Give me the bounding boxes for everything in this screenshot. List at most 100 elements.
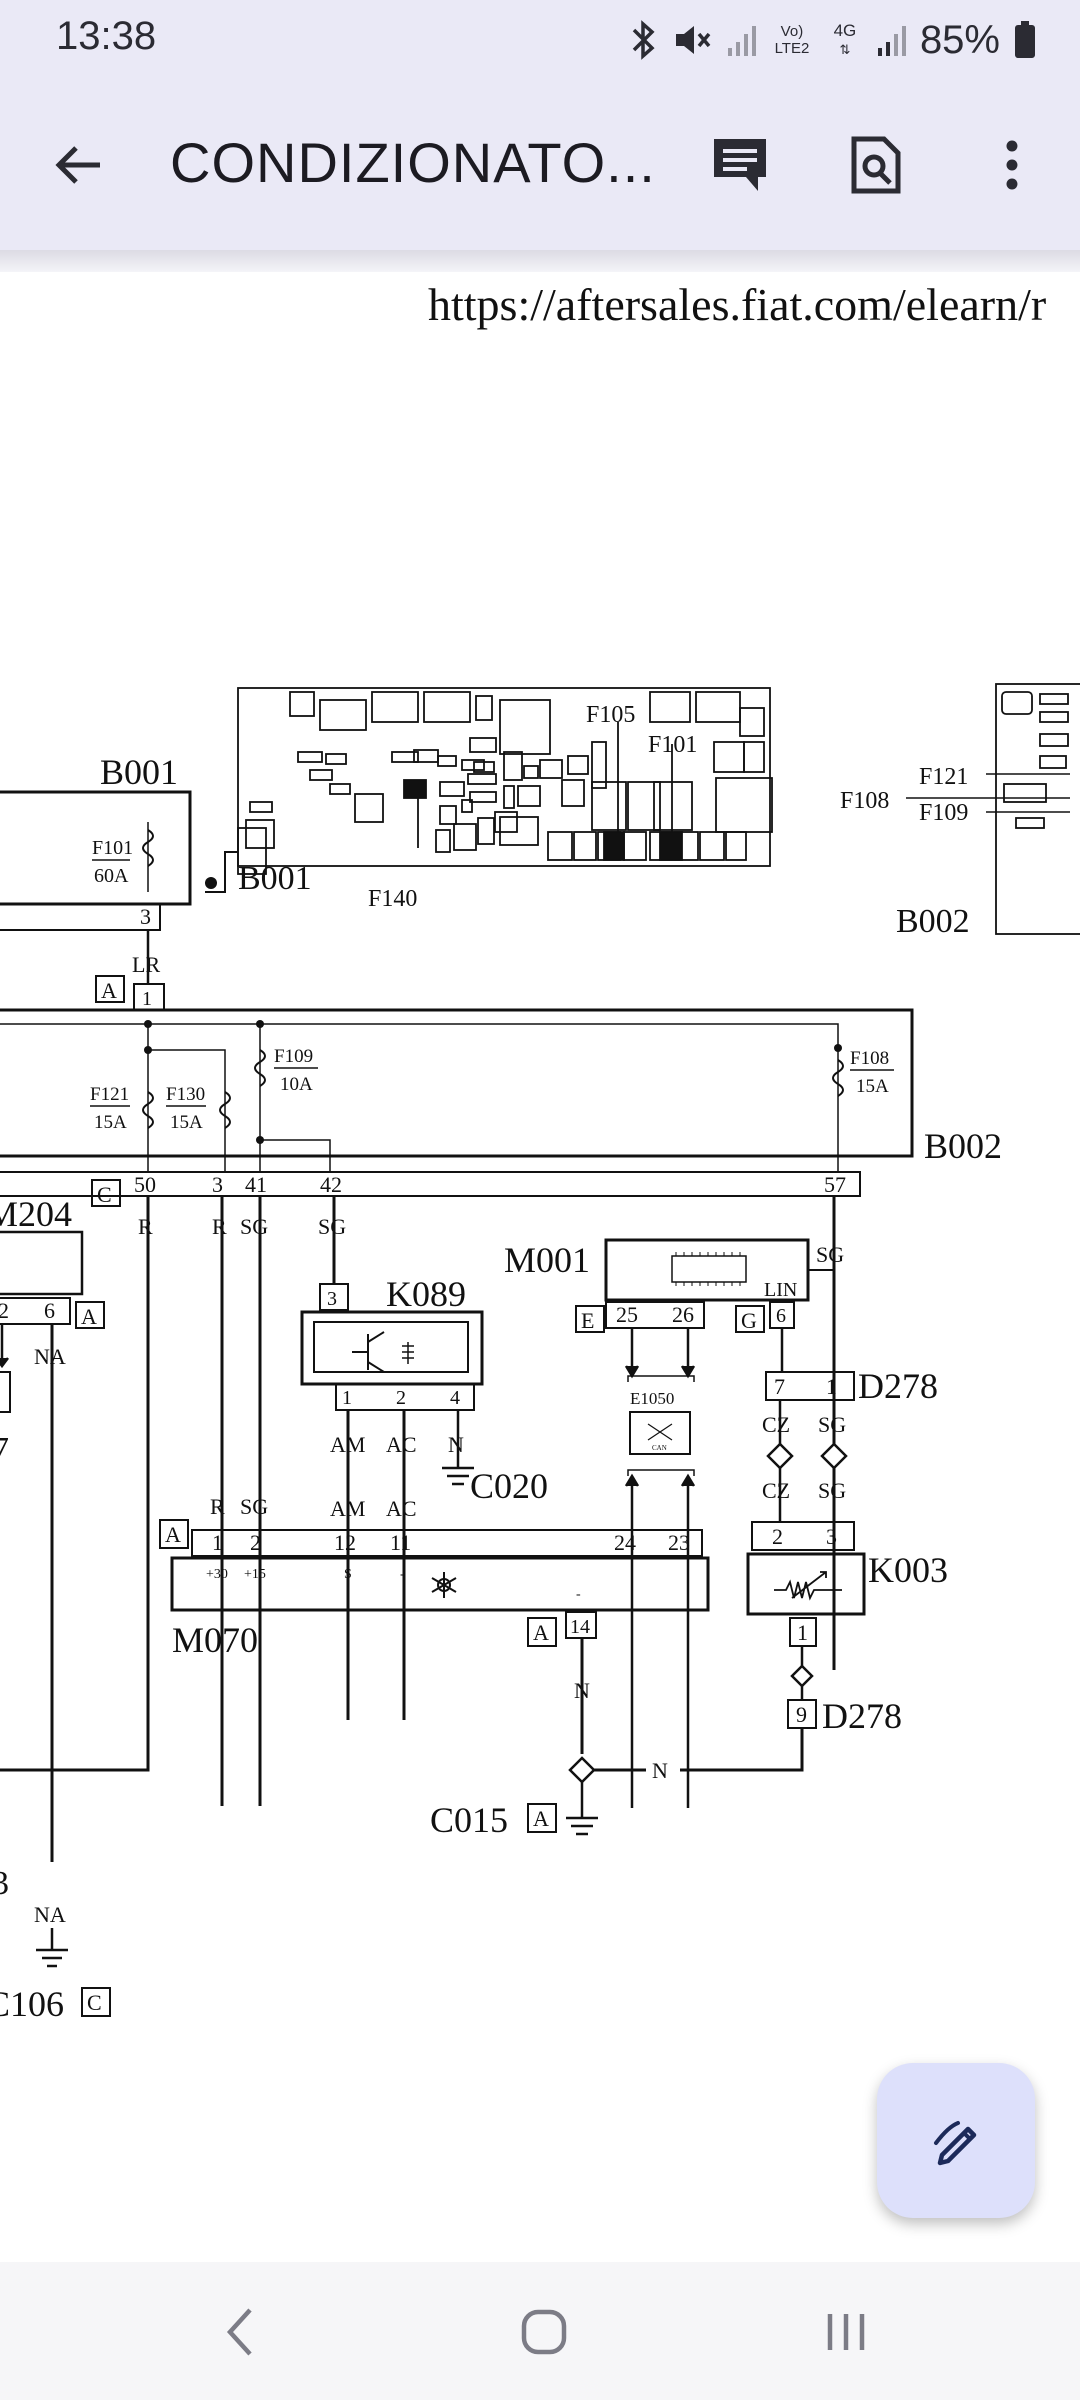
svg-text:SG: SG bbox=[818, 1412, 846, 1437]
svg-text:A: A bbox=[101, 978, 117, 1003]
svg-text:11: 11 bbox=[390, 1530, 411, 1555]
m070-module: A R SG 1 2 12 11 24 23 +30 +15 S - - M07… bbox=[159, 1494, 804, 1840]
svg-text:15A: 15A bbox=[856, 1076, 889, 1097]
nav-home-icon bbox=[521, 2309, 567, 2355]
svg-text:C020: C020 bbox=[470, 1466, 548, 1506]
svg-text:3: 3 bbox=[140, 904, 151, 929]
edit-pen-icon bbox=[934, 2120, 977, 2165]
status-icons: Vo) LTE2 4G⇅ 85% bbox=[630, 14, 1036, 66]
svg-text:B002: B002 bbox=[896, 903, 970, 940]
svg-text:57: 57 bbox=[824, 1172, 846, 1197]
svg-text:A: A bbox=[165, 1522, 181, 1547]
more-options-button[interactable] bbox=[974, 127, 1050, 203]
svg-text:26: 26 bbox=[672, 1302, 694, 1327]
svg-text:F121: F121 bbox=[90, 1084, 129, 1105]
m204-partial: M204 2 6 A NA NA 7 3 ) C106 C bbox=[0, 1194, 111, 2024]
svg-text:AM: AM bbox=[330, 1496, 365, 1521]
svg-text:2: 2 bbox=[772, 1524, 783, 1549]
svg-text:LR: LR bbox=[132, 952, 160, 977]
svg-text:F108: F108 bbox=[850, 1048, 889, 1069]
svg-text:C106: C106 bbox=[0, 1984, 64, 2024]
bluetooth-icon bbox=[632, 20, 655, 60]
nav-recents-icon bbox=[827, 2314, 865, 2350]
svg-text:-: - bbox=[400, 1567, 405, 1582]
svg-text:F140: F140 bbox=[368, 886, 417, 912]
svg-text:1: 1 bbox=[142, 988, 152, 1010]
svg-text:1: 1 bbox=[826, 1374, 837, 1399]
svg-text:A: A bbox=[533, 1620, 549, 1645]
svg-text:M204: M204 bbox=[0, 1194, 72, 1234]
svg-text:K003: K003 bbox=[868, 1550, 948, 1590]
more-vert-icon bbox=[1006, 140, 1018, 190]
svg-text:+15: +15 bbox=[244, 1567, 266, 1582]
svg-text:F109: F109 bbox=[274, 1046, 313, 1067]
search-document-icon bbox=[851, 136, 901, 194]
document-page[interactable]: https://aftersales.fiat.com/elearn/r B00… bbox=[0, 272, 1080, 2262]
svg-text:NA: NA bbox=[34, 1902, 66, 1927]
svg-text:N: N bbox=[448, 1432, 464, 1457]
svg-text:3: 3 bbox=[826, 1524, 837, 1549]
svg-text:K089: K089 bbox=[386, 1274, 466, 1314]
svg-text:SG: SG bbox=[818, 1478, 846, 1503]
b002-pcb-drawing bbox=[906, 683, 1080, 935]
nav-back-button[interactable] bbox=[180, 2282, 300, 2382]
svg-text:6: 6 bbox=[776, 1305, 786, 1327]
svg-text:42: 42 bbox=[320, 1172, 342, 1197]
signal-icon bbox=[877, 26, 906, 56]
svg-text:AC: AC bbox=[386, 1432, 417, 1457]
svg-text:-: - bbox=[576, 1587, 581, 1602]
document-title: CONDIZIONATO... bbox=[170, 131, 656, 194]
svg-text:CZ: CZ bbox=[762, 1478, 790, 1503]
svg-text:SG: SG bbox=[240, 1494, 268, 1519]
svg-text:F108: F108 bbox=[840, 788, 889, 814]
svg-text:9: 9 bbox=[796, 1702, 807, 1727]
svg-text:SG: SG bbox=[318, 1214, 346, 1239]
svg-text:3: 3 bbox=[212, 1172, 223, 1197]
svg-text:B001: B001 bbox=[100, 752, 178, 792]
document-url-text: https://aftersales.fiat.com/elearn/r bbox=[428, 279, 1047, 330]
svg-text:1: 1 bbox=[212, 1530, 223, 1555]
battery-icon bbox=[1015, 21, 1035, 58]
svg-text:10A: 10A bbox=[280, 1074, 313, 1095]
svg-text:N: N bbox=[652, 1758, 668, 1783]
svg-text:60A: 60A bbox=[94, 865, 129, 887]
svg-text:CZ: CZ bbox=[762, 1412, 790, 1437]
svg-text:F130: F130 bbox=[166, 1084, 205, 1105]
back-button[interactable] bbox=[40, 127, 116, 203]
svg-text:C: C bbox=[87, 1990, 102, 2015]
svg-text:AM: AM bbox=[330, 1432, 365, 1457]
svg-text:SG: SG bbox=[240, 1214, 268, 1239]
status-bar: 13:38 Vo) LTE2 4G⇅ 85% bbox=[0, 0, 1080, 80]
4g-icon: 4G⇅ bbox=[833, 20, 857, 57]
svg-text:50: 50 bbox=[134, 1172, 156, 1197]
appbar-divider bbox=[0, 250, 1080, 272]
svg-text:F105: F105 bbox=[586, 702, 635, 728]
battery-percent: 85% bbox=[919, 17, 1000, 62]
svg-text:A: A bbox=[81, 1304, 97, 1329]
svg-text:15A: 15A bbox=[170, 1112, 203, 1133]
svg-text:12: 12 bbox=[334, 1530, 356, 1555]
svg-text:C: C bbox=[97, 1182, 112, 1207]
annotate-fab-button[interactable] bbox=[877, 2063, 1035, 2218]
svg-text:2: 2 bbox=[0, 1298, 9, 1323]
nav-home-button[interactable] bbox=[484, 2282, 604, 2382]
svg-text:23: 23 bbox=[668, 1530, 690, 1555]
svg-text:B001: B001 bbox=[238, 860, 312, 897]
svg-text:R: R bbox=[138, 1214, 153, 1239]
signal-icon bbox=[727, 26, 756, 56]
svg-text:3: 3 bbox=[0, 1865, 9, 1902]
svg-text:N: N bbox=[574, 1678, 590, 1703]
svg-text:E: E bbox=[581, 1308, 594, 1333]
svg-text:7: 7 bbox=[774, 1374, 785, 1399]
search-document-button[interactable] bbox=[838, 127, 914, 203]
k089-relay: 3 K089 1 2 4 AM AC N C020 AM AC bbox=[300, 1274, 548, 1720]
nav-recents-button[interactable] bbox=[786, 2282, 906, 2382]
volte-icon: Vo) LTE2 bbox=[774, 23, 810, 57]
svg-text:M001: M001 bbox=[504, 1240, 590, 1280]
svg-text:2: 2 bbox=[250, 1530, 261, 1555]
m001-module: M001 LIN E 25 26 G 6 E1050 CAN bbox=[504, 1238, 834, 1808]
svg-text:A: A bbox=[533, 1806, 549, 1831]
nav-back-icon bbox=[226, 2308, 252, 2356]
d278-k003: 7 1 D278 CZ SG CZ SG 2 3 K003 1 9 D278 bbox=[746, 1366, 948, 1736]
comment-button[interactable] bbox=[702, 127, 778, 203]
